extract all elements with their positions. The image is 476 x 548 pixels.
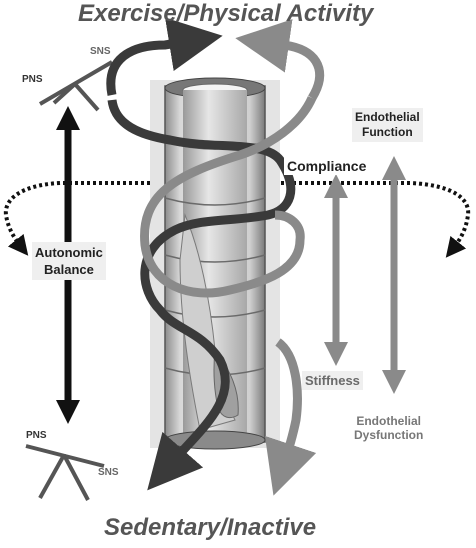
endothelial-dys-line-2: Dysfunction — [354, 428, 424, 442]
compliance-label: Compliance — [284, 157, 370, 175]
title-sedentary: Sedentary/Inactive — [104, 514, 317, 541]
endothelial-function-line-1: Endothelial — [355, 110, 420, 124]
autonomic-line-1: Autonomic — [35, 245, 103, 260]
seesaw-top-icon — [38, 60, 114, 112]
seesaw-bottom-pns-label: PNS — [26, 430, 47, 441]
swirl-mid-arrow — [140, 95, 317, 298]
seesaw-bottom-icon — [25, 444, 105, 501]
stiffness-label: Stiffness — [302, 371, 363, 390]
autonomic-line-2: Balance — [44, 262, 94, 277]
exercise-dark-curved-arrow — [106, 17, 223, 96]
exercise-mid-curved-arrow — [235, 19, 325, 101]
endothelial-dysfunction-label: Endothelial Dysfunction — [354, 414, 423, 442]
endothelial-dys-line-1: Endothelial — [356, 414, 421, 428]
swirl-dark-arrow — [107, 99, 296, 491]
compliance-stiffness-arrow — [324, 174, 348, 366]
blood-vessel — [164, 77, 266, 450]
dotted-loop-left-arrow — [3, 181, 150, 256]
dotted-loop-right-arrow — [275, 181, 471, 258]
title-exercise: Exercise/Physical Activity — [78, 0, 374, 27]
endothelial-function-line-2: Function — [362, 125, 413, 139]
endothelial-function-arrow — [382, 156, 406, 394]
autonomic-balance-label: Autonomic Balance — [32, 242, 106, 280]
endothelial-function-label: Endothelial Function — [352, 108, 423, 142]
seesaw-top-pns-label: PNS — [22, 74, 43, 85]
seesaw-top-sns-label: SNS — [90, 46, 111, 57]
seesaw-bottom-sns-label: SNS — [98, 467, 119, 478]
sedentary-mid-curved-arrow — [264, 338, 317, 496]
